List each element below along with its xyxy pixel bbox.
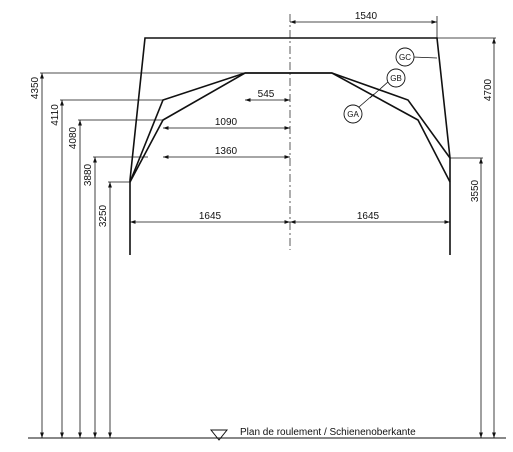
label-4080: 4080 [68, 126, 79, 149]
label-1645-left: 1645 [199, 211, 222, 222]
label-1540: 1540 [355, 11, 378, 22]
label-3880: 3880 [83, 163, 94, 186]
leader-ga [358, 93, 375, 108]
label-gc: GC [399, 53, 411, 62]
label-gb: GB [390, 74, 402, 83]
gauge-gc-outline [129, 37, 451, 255]
label-3250: 3250 [98, 204, 109, 227]
label-4700: 4700 [483, 78, 494, 101]
gauge-ga-outline [129, 72, 451, 183]
label-1090: 1090 [215, 117, 238, 128]
leader-gc [412, 56, 438, 59]
callout-gb [386, 68, 406, 88]
rail-level-triangle-icon [209, 429, 229, 441]
label-3550: 3550 [470, 179, 481, 202]
rail-level-label: Plan de roulement / Schienenoberkante [240, 427, 416, 438]
label-4350: 4350 [30, 76, 41, 99]
label-545: 545 [258, 89, 275, 100]
callout-gc [395, 47, 415, 67]
label-ga: GA [347, 110, 359, 119]
label-1360: 1360 [215, 146, 238, 157]
callout-ga [343, 104, 363, 124]
label-1645-right: 1645 [357, 211, 380, 222]
label-4110: 4110 [50, 104, 61, 126]
